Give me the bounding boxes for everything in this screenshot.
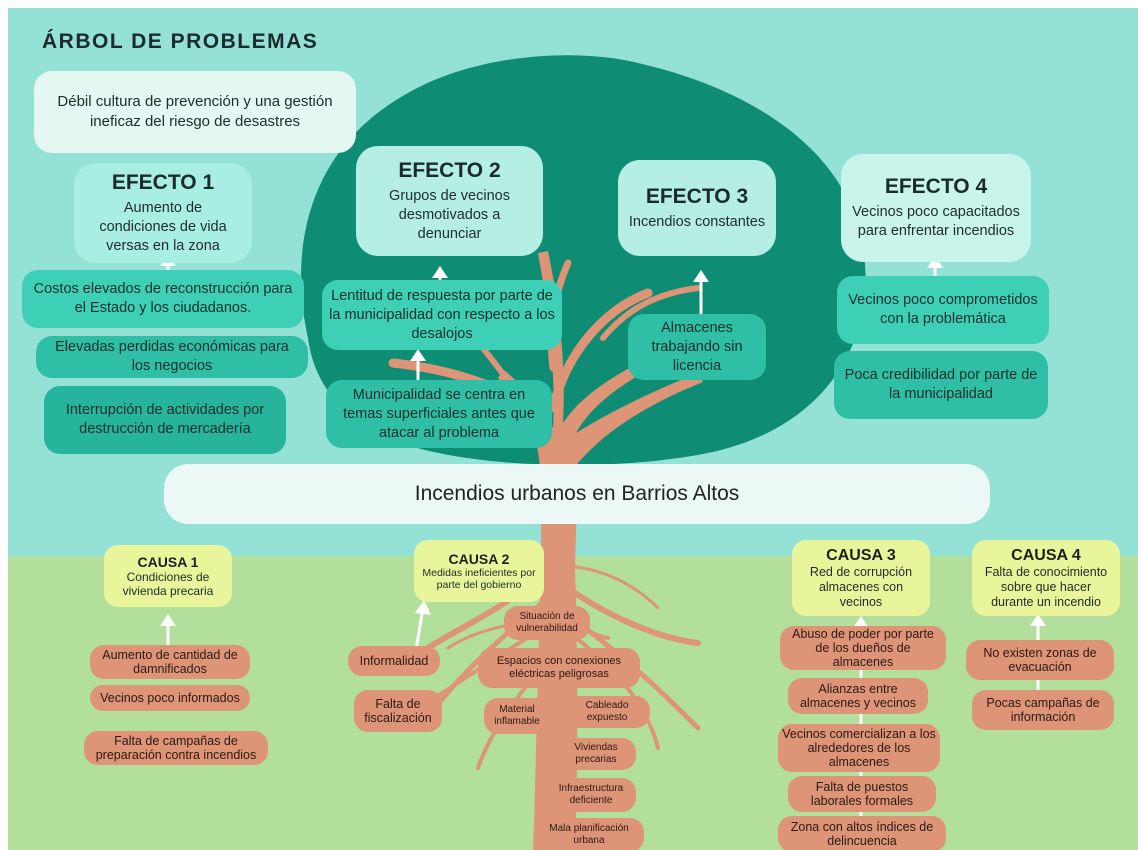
efecto-4: EFECTO 4 Vecinos poco capacitados para e… [841, 154, 1031, 262]
arrow-causa3-head [853, 616, 869, 628]
causa-3-raiz-3: Vecinos comercializan a los alrededores … [778, 724, 940, 772]
causa-1: CAUSA 1 Condiciones de vivienda precaria [104, 545, 232, 607]
causa-3: CAUSA 3 Red de corrupción almacenes con … [792, 540, 930, 616]
efecto-2-title: EFECTO 2 [398, 158, 501, 182]
top-note: Débil cultura de prevención y una gestió… [34, 71, 356, 153]
causa-3-title: CAUSA 3 [826, 546, 896, 564]
causa-2-text: Medidas ineficientes por parte del gobie… [422, 567, 536, 591]
causa-2-raiz-infraestructura: Infraestructura deficiente [546, 778, 636, 812]
efecto-1-detalle-3: Interrupción de actividades por destrucc… [44, 386, 286, 454]
arrow-efecto4-head [927, 256, 943, 268]
efecto-4-detalle-1: Vecinos poco comprometidos con la proble… [837, 276, 1049, 344]
causa-2-raiz-situacion: Situación de vulnerabilidad [504, 606, 590, 640]
arrow-efecto2-head [432, 266, 448, 278]
efecto-1: EFECTO 1 Aumento de condiciones de vida … [74, 163, 252, 263]
efecto-1-text: Aumento de condiciones de vida versas en… [99, 199, 227, 254]
arrow-efecto2b-head [410, 349, 426, 361]
efecto-4-text: Vecinos poco capacitados para enfrentar … [852, 204, 1020, 239]
arrow-causa4-head [1030, 614, 1046, 626]
efecto-1-detalle-1: Costos elevados de reconstrucción para e… [22, 270, 304, 328]
causa-3-text: Red de corrupción almacenes con vecinos [809, 564, 913, 609]
causa-2-title: CAUSA 2 [448, 551, 510, 567]
arrow-efecto3-head [693, 270, 709, 282]
causa-2-raiz-fiscalizacion: Falta de fiscalización [354, 690, 442, 732]
efecto-3-detalle-1: Almacenes trabajando sin licencia [628, 314, 766, 380]
arrow-causa1-head [160, 614, 176, 626]
tree-trunk [498, 251, 703, 850]
efecto-2: EFECTO 2 Grupos de vecinos desmotivados … [356, 146, 543, 256]
causa-4-raiz-1: No existen zonas de evacuación [966, 640, 1114, 680]
causa-2: CAUSA 2 Medidas ineficientes por parte d… [414, 540, 544, 602]
causa-1-raiz-3: Falta de campañas de preparación contra … [84, 731, 268, 765]
causa-4-title: CAUSA 4 [1011, 546, 1081, 564]
efecto-1-title: EFECTO 1 [111, 170, 215, 194]
arrow-causa2-head [415, 600, 431, 615]
efecto-2-detalle-2: Municipalidad se centra en temas superfi… [326, 380, 552, 448]
efecto-2-detalle-1: Lentitud de respuesta por parte de la mu… [322, 280, 562, 350]
causa-3-raiz-2: Alianzas entre almacenes y vecinos [788, 678, 928, 714]
causa-2-raiz-informalidad: Informalidad [348, 646, 440, 676]
causa-1-text: Condiciones de vivienda precaria [122, 570, 214, 598]
causa-2-raiz-cableado: Cableado expuesto [564, 696, 650, 728]
efecto-3: EFECTO 3 Incendios constantes [618, 160, 776, 256]
efecto-4-title: EFECTO 4 [884, 175, 988, 198]
efecto-2-text: Grupos de vecinos desmotivados a denunci… [389, 187, 510, 242]
causa-1-title: CAUSA 1 [137, 554, 199, 570]
efecto-1-detalle-2: Elevadas perdidas económicas para los ne… [36, 336, 308, 378]
causa-4-raiz-2: Pocas campañas de información [972, 690, 1114, 730]
causa-2-raiz-espacios: Espacios con conexiones eléctricas pelig… [478, 648, 640, 688]
causa-2-raiz-planificacion: Mala planificación urbana [534, 818, 644, 850]
causa-1-raiz-1: Aumento de cantidad de damnificados [90, 645, 250, 679]
causa-3-raiz-4: Falta de puestos laborales formales [788, 776, 936, 812]
causa-2-raiz-viviendas: Viviendas precarias [556, 738, 636, 770]
causa-1-raiz-2: Vecinos poco informados [90, 685, 250, 711]
diagram-canvas: ÁRBOL DE PROBLEMAS Débil cultura de prev… [8, 8, 1138, 850]
causa-4: CAUSA 4 Falta de conocimiento sobre que … [972, 540, 1120, 616]
causa-2-raiz-material: Material inflamable [484, 698, 550, 734]
page-title: ÁRBOL DE PROBLEMAS [42, 30, 319, 53]
causa-3-raiz-5: Zona con altos índices de delincuencia [778, 816, 946, 850]
causa-4-text: Falta de conocimiento sobre que hacer du… [984, 564, 1108, 609]
problema-central: Incendios urbanos en Barrios Altos [164, 464, 990, 524]
causa-3-raiz-1: Abuso de poder por parte de los dueños d… [780, 626, 946, 670]
efecto-3-text: Incendios constantes [628, 213, 766, 230]
efecto-3-title: EFECTO 3 [645, 184, 749, 208]
efecto-4-detalle-2: Poca credibilidad por parte de la munici… [834, 351, 1048, 419]
